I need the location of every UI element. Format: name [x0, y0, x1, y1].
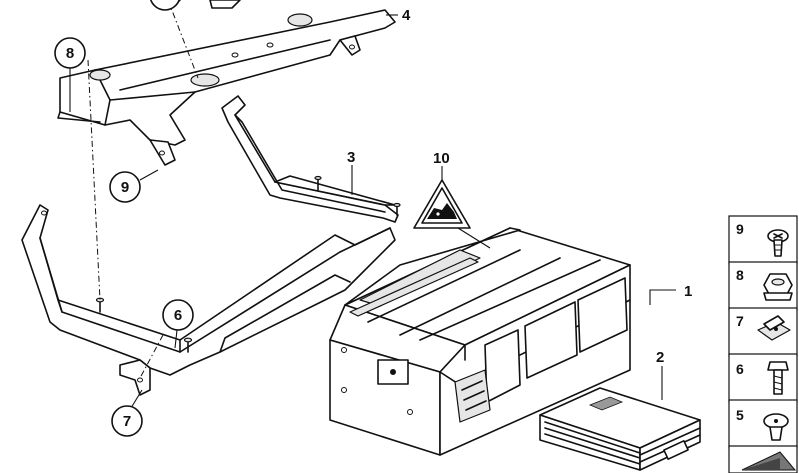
- svg-text:10: 10: [433, 150, 450, 167]
- svg-text:1: 1: [684, 283, 692, 300]
- legend-item-5: 5: [728, 399, 798, 449]
- callout-3: 3: [347, 149, 355, 166]
- cd-magazine: [539, 387, 701, 471]
- leader-lines: [69, 14, 676, 409]
- callout-2: 2: [656, 349, 664, 366]
- legend-item-wedge: [728, 445, 798, 473]
- legend-item-8: 8: [728, 261, 798, 311]
- svg-text:6: 6: [736, 361, 744, 377]
- expanding-rivet-icon: [763, 413, 789, 441]
- callout-4: 4: [402, 7, 411, 24]
- top-bracket: [57, 0, 396, 166]
- callout-top-partial: [150, 0, 180, 11]
- svg-text:8: 8: [736, 267, 744, 283]
- svg-text:2: 2: [656, 349, 664, 366]
- svg-text:5: 5: [736, 407, 744, 423]
- svg-text:6: 6: [174, 307, 182, 324]
- lower-frame: [21, 204, 396, 396]
- warning-label: [413, 179, 471, 229]
- screw-icon: [767, 229, 789, 257]
- callout-6: 6: [162, 299, 194, 331]
- side-bracket: [221, 95, 401, 223]
- callout-1: 1: [684, 283, 692, 300]
- svg-text:4: 4: [402, 7, 411, 24]
- svg-text:9: 9: [736, 221, 744, 237]
- legend-item-7: 7: [728, 307, 798, 357]
- hex-bolt-icon: [767, 361, 789, 395]
- legend-item-6: 6: [728, 353, 798, 403]
- cd-changer: [329, 227, 631, 456]
- callout-7: 7: [111, 405, 143, 437]
- fastener-legend: 9 8 7: [728, 215, 798, 473]
- callout-10: 10: [433, 150, 450, 167]
- wedge-icon: [741, 451, 797, 471]
- assembly-line: [139, 334, 164, 379]
- assembly-line: [167, 0, 199, 79]
- callout-8: 8: [54, 37, 86, 69]
- svg-text:3: 3: [347, 149, 355, 166]
- svg-text:8: 8: [66, 45, 74, 62]
- callout-9: 9: [109, 171, 141, 203]
- spring-nut-icon: [757, 315, 791, 341]
- hex-nut-icon: [763, 273, 793, 301]
- svg-text:7: 7: [736, 313, 744, 329]
- legend-item-9: 9: [728, 215, 798, 265]
- svg-text:7: 7: [123, 413, 131, 430]
- svg-text:9: 9: [121, 179, 129, 196]
